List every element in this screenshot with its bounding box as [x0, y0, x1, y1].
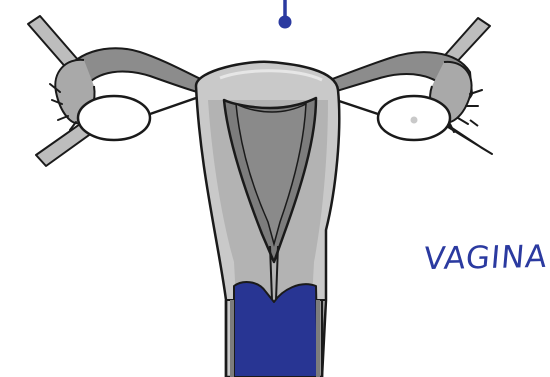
pointer-dot-icon — [279, 0, 292, 29]
left-ovary — [78, 96, 150, 140]
vagina-label: VAGINA — [422, 239, 549, 277]
